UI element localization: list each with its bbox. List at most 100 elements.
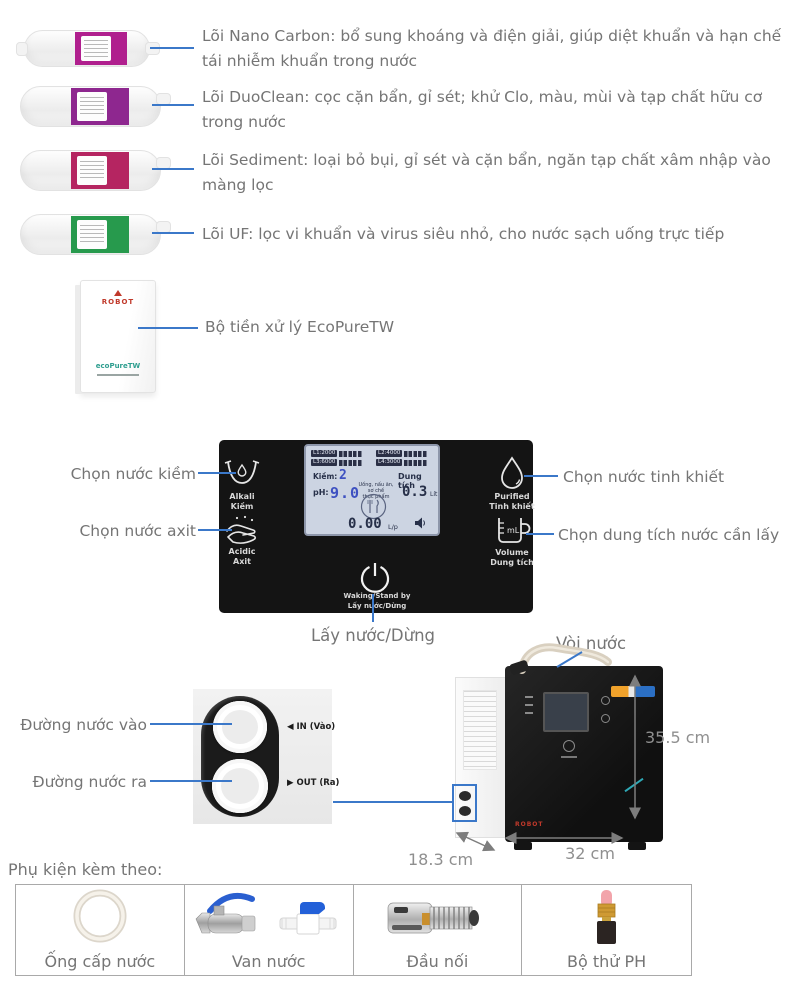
filter-label-duoclean: Lõi DuoClean: cọc cặn bẩn, gỉ sét; khử C… <box>202 88 763 131</box>
alkali-button: Alkali Kiềm <box>229 492 255 511</box>
acidic-button: Acidic Axit <box>228 547 256 566</box>
filter-life-row: L3:6000 <box>311 459 363 466</box>
leader-line <box>152 104 194 106</box>
machine-brand: ROBOT <box>515 821 544 828</box>
life-chip-l3: L3:6000 <box>311 459 338 466</box>
filter-life-row: L4:3000 <box>376 459 428 466</box>
callout-water-out: Đường nước ra <box>32 773 147 791</box>
life-bar <box>339 459 363 466</box>
leader-line <box>526 533 554 535</box>
power-button: Waking/Stand by Lấy nước/Dừng <box>343 592 411 610</box>
dim-depth-label: 18.3 cm <box>408 850 474 869</box>
filter-life-row: L2:4000 <box>376 450 428 457</box>
leader-line <box>524 475 558 477</box>
leader-line <box>372 594 374 622</box>
volume-label: Dung tích <box>398 472 422 490</box>
leader-line <box>152 232 194 234</box>
filter-print-label <box>77 156 108 185</box>
faucet-callout: Vòi nước <box>556 634 627 653</box>
connector-image <box>382 887 492 949</box>
alkali-cup-icon <box>224 460 260 484</box>
filter-image-uf <box>20 214 171 255</box>
accessory-label: Van nước <box>231 952 306 971</box>
accessory-cell-connector: Đầu nối <box>354 885 523 975</box>
accessory-cell-valve: Van nước <box>185 885 354 975</box>
purified-button: Purified Tinh khiết <box>489 492 535 511</box>
life-chip-l4: L4:3000 <box>376 459 403 466</box>
life-bar <box>404 459 428 466</box>
robot-logo-icon <box>114 290 122 296</box>
alkaline-level-label: Kiềm: <box>313 472 338 481</box>
decor-swoosh <box>624 777 644 793</box>
dim-width-label: 32 cm <box>565 844 615 863</box>
accessories-title: Phụ kiện kèm theo: <box>8 860 163 879</box>
filter-print-label <box>77 220 108 249</box>
filter-band <box>71 216 130 253</box>
filter-band <box>71 88 130 125</box>
life-chip-l2: L2:4000 <box>376 450 403 457</box>
mode-text: Uống, nấu ăn, sơ chế thực phẩm <box>358 482 394 500</box>
life-chip-l1: L1:2000 <box>311 450 338 457</box>
leader-line <box>152 168 194 170</box>
machine-foot <box>514 842 532 850</box>
accessory-cell-tube: Ống cấp nước <box>16 885 185 975</box>
out-port-label: ▶ OUT (Ra) <box>287 778 340 788</box>
callout-purified: Chọn nước tinh khiết <box>563 468 725 486</box>
machine-foot <box>628 842 646 850</box>
power-icon <box>360 563 390 593</box>
water-out-port <box>212 759 268 813</box>
leader-line <box>138 327 198 329</box>
callout-power: Lấy nước/Dừng <box>310 626 436 645</box>
filter-life-row: L1:2000 <box>311 450 363 457</box>
filter-label-nano-carbon: Lõi Nano Carbon: bổ sung khoáng và điện … <box>202 27 782 70</box>
ph-test-image <box>587 887 627 949</box>
acidic-hands-icon <box>226 515 257 544</box>
water-in-port <box>213 701 267 753</box>
callout-acidic: Chọn nước axit <box>79 522 196 540</box>
callout-water-in: Đường nước vào <box>20 716 147 734</box>
leader-line <box>198 529 232 531</box>
ports-highlight-rect <box>452 784 477 822</box>
callout-volume: Chọn dung tích nước cần lấy <box>558 526 780 544</box>
ports-panel-image: ◀ IN (Vào) ▶ OUT (Ra) <box>193 689 339 824</box>
prefilter-subtext-line <box>97 374 139 376</box>
purified-drop-icon <box>501 456 523 489</box>
connector-line <box>333 801 452 803</box>
leader-line <box>150 723 232 725</box>
life-bar <box>404 450 428 457</box>
filter-band <box>74 32 127 65</box>
prefilter-label: Bộ tiền xử lý EcoPureTW <box>205 318 395 336</box>
prefilter-model-text: ecoPureTW <box>95 362 141 370</box>
machine-side-sticker <box>463 690 497 770</box>
speaker-icon <box>415 517 425 529</box>
filter-label-uf: Lõi UF: lọc vi khuẩn và virus siêu nhỏ, … <box>202 225 725 243</box>
tube-image <box>65 887 135 949</box>
filter-image-duoclean <box>20 86 171 127</box>
prefilter-box-image: ROBOT ecoPureTW <box>80 280 156 393</box>
prefilter-brand: ROBOT <box>101 298 135 306</box>
filter-label-sediment: Lõi Sediment: loại bỏ bụi, gỉ sét và cặn… <box>202 151 771 194</box>
food-prep-icon <box>360 493 387 520</box>
filter-image-sediment <box>20 150 171 191</box>
machine-front-image: ROBOT <box>505 666 663 842</box>
volume-value: 0.3 <box>402 484 428 500</box>
volume-beaker-icon: mL <box>498 518 531 543</box>
filter-image-nano-carbon <box>16 30 160 67</box>
ph-label: pH: <box>313 488 329 497</box>
in-port-label: ◀ IN (Vào) <box>287 722 336 732</box>
control-panel: L1:2000 L2:4000 L3:6000 L4:3000 Kiềm: 2 … <box>219 440 535 613</box>
accessory-label: Đầu nối <box>406 952 469 971</box>
volume-button: Volume Dung tích <box>490 548 534 567</box>
filter-print-label <box>80 36 111 61</box>
brand-sticker <box>611 686 655 697</box>
accessory-cell-ph: Bộ thử PH <box>522 885 691 975</box>
accessory-label: Bộ thử PH <box>567 952 647 971</box>
lcd-display: L1:2000 L2:4000 L3:6000 L4:3000 Kiềm: 2 … <box>304 444 440 536</box>
flow-value: 0.00 <box>348 516 382 532</box>
leader-line <box>198 472 236 474</box>
dim-height-label: 35.5 cm <box>645 728 711 747</box>
leader-line <box>150 47 194 49</box>
machine-side-image <box>455 677 507 838</box>
leader-line <box>150 780 232 782</box>
